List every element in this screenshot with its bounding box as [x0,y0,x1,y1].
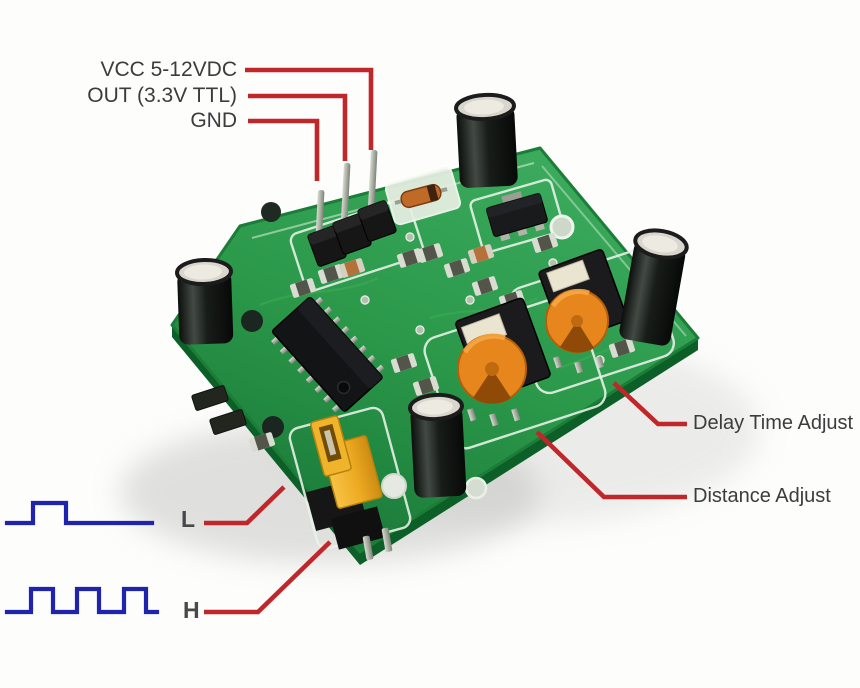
voltage-regulator [485,191,548,242]
trim-pot-delay [538,249,628,374]
dip-ic-chip [271,296,385,413]
trim-pot-distance [455,297,551,427]
waveform-single-pulse [4,500,155,526]
jumper-l-label: L [181,506,196,532]
pin-labels: VCC 5-12VDC OUT (3.3V TTL) GND [0,57,237,134]
vcc-label: VCC 5-12VDC [100,58,237,81]
smd-components [191,233,655,452]
leader-distance [535,430,687,500]
jumper-shunt [305,415,393,560]
leader-jumper-l [204,485,286,526]
waveforms [4,500,160,615]
leader-vcc [245,67,374,150]
electrolytic-capacitor-center [408,392,467,498]
delay-time-adjust-label: Delay Time Adjust [693,412,854,434]
jumper-h-label: H [183,597,200,623]
leader-delay [612,381,687,427]
waveform-repeating-pulse [4,586,160,615]
electrolytic-capacitor-right [619,228,689,346]
leader-out [248,93,348,161]
electrolytic-capacitor-top [454,92,518,188]
pin-header [307,149,397,267]
gnd-label: GND [190,109,237,133]
leader-lines [204,67,687,615]
leader-gnd [248,118,320,181]
electrolytic-capacitor-left [175,257,234,345]
out-label: OUT (3.3V TTL) [87,83,237,107]
distance-adjust-label: Distance Adjust [693,485,831,507]
leader-jumper-h [204,540,332,615]
